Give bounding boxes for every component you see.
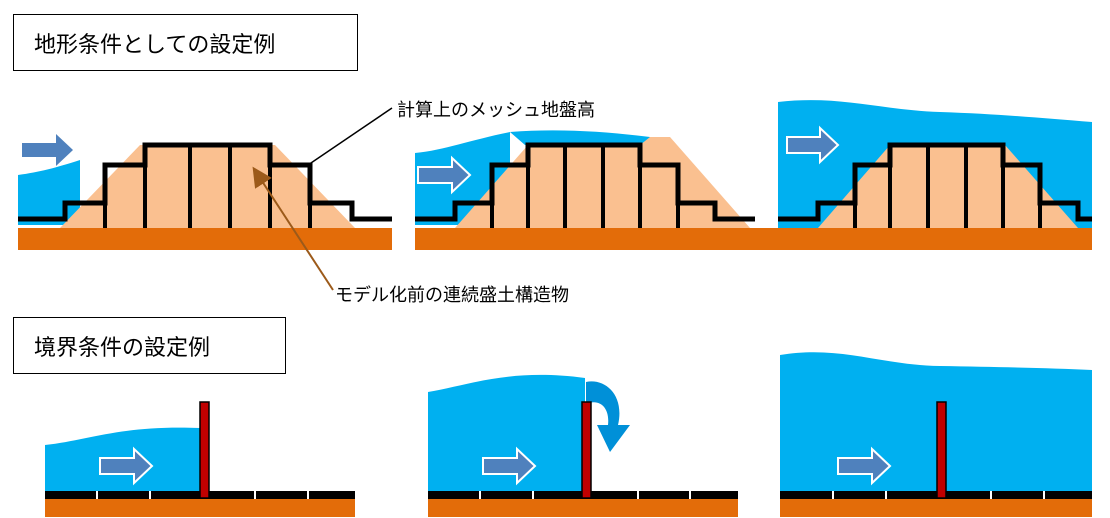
ground-layer [18, 228, 392, 250]
flow-arrow-icon [417, 155, 472, 195]
embankment-pointer-arrow [252, 166, 334, 291]
mesh-ground-label: 計算上のメッシュ地盤高 [397, 100, 595, 121]
terrain-panel-1 [18, 134, 392, 250]
embankment-label: モデル化前の連続盛土構造物 [335, 285, 569, 306]
ground-layer [428, 497, 738, 517]
boundary-wall [936, 401, 947, 499]
ground-layer [778, 228, 1092, 250]
boundary-wall [581, 401, 592, 499]
mesh-ground-line [415, 142, 755, 222]
boundary-panel-2 [428, 374, 738, 517]
flow-arrow-icon [99, 446, 154, 486]
water-layer [18, 160, 80, 225]
boundary-panel-1 [45, 401, 355, 517]
water-layer [780, 352, 1092, 492]
boundary-panel-3 [780, 352, 1092, 517]
boundary-wall [199, 401, 210, 499]
overflow-arrow-icon [586, 381, 630, 452]
ground-layer [45, 497, 355, 517]
terrain-panel-3 [778, 100, 1092, 250]
flow-arrow-icon [786, 125, 840, 165]
water-layer [428, 374, 585, 492]
ground-layer [780, 497, 1092, 517]
mesh-ground-line [780, 491, 1092, 499]
flow-arrow-icon [482, 446, 537, 486]
flow-arrow-icon [22, 134, 73, 166]
terrain-section-title: 地形条件としての設定例 [13, 14, 358, 71]
mesh-leader-line [307, 107, 393, 166]
mesh-ground-line [18, 142, 392, 222]
mesh-ground-line [778, 142, 1092, 222]
ground-layer [415, 228, 789, 250]
terrain-panel-2 [415, 130, 789, 250]
flow-arrow-icon [837, 446, 892, 486]
boundary-section-title: 境界条件の設定例 [13, 317, 286, 374]
